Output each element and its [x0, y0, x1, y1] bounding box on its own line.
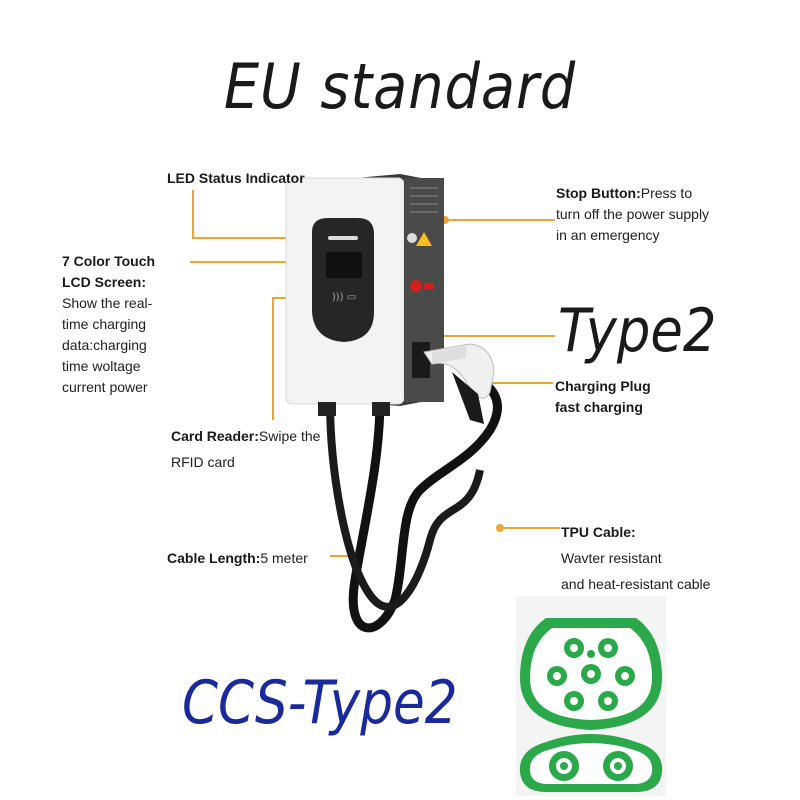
callout-heading: Charging Plug [555, 378, 651, 394]
stop-button [410, 280, 422, 292]
callout-lines [190, 190, 560, 557]
callout-heading: Cable Length: [167, 550, 261, 566]
callout-text: turn off the power supply [556, 206, 710, 222]
standard-label: CCS-Type2 [182, 668, 458, 738]
warning-icon [416, 232, 432, 246]
callout-text: Show the real- [62, 295, 153, 311]
callout-tpu-cable: TPU Cable: Wavter resistant and heat-res… [561, 519, 710, 597]
callout-stop-button: Stop Button:Press to turn off the power … [556, 183, 709, 246]
page-title: EU standard [223, 50, 577, 123]
callout-cable-length: Cable Length:5 meter [167, 548, 308, 569]
led-status-bar [328, 236, 358, 240]
callout-text: time woltage [62, 358, 141, 374]
charging-cable [348, 376, 502, 633]
callout-text: in an emergency [556, 227, 660, 243]
callout-text: data:charging [62, 337, 147, 353]
rfid-icon: ))) ▭ [332, 292, 356, 303]
callout-heading: 7 Color Touch [62, 253, 156, 269]
callout-heading: TPU Cable: [561, 524, 636, 540]
connector-type-label: Type2 [558, 296, 717, 366]
charger-body: ))) ▭ [285, 174, 444, 416]
ccs-type2-connector-icon [516, 596, 666, 796]
callout-text: fast charging [555, 399, 643, 415]
callout-heading: LCD Screen: [62, 274, 147, 290]
callout-text: 5 meter [260, 550, 308, 566]
callout-text: RFID card [171, 454, 235, 470]
callout-heading: Card Reader: [171, 428, 259, 444]
callout-charging-plug: Charging Plug fast charging [555, 376, 651, 418]
callout-text: Press to [640, 185, 693, 201]
callout-heading: LED Status Indicator [167, 170, 305, 186]
callout-text: and heat-resistant cable [561, 576, 711, 592]
callout-screen: 7 Color Touch LCD Screen: Show the real-… [62, 251, 192, 398]
callout-text: time charging [62, 316, 147, 332]
callout-text: Swipe the [258, 428, 321, 444]
callout-led-status: LED Status Indicator [167, 168, 305, 189]
callout-text: Wavter resistant [561, 550, 662, 566]
callout-card-reader: Card Reader:Swipe the RFID card [171, 423, 320, 475]
callout-heading: Stop Button: [556, 185, 641, 201]
callout-text: current power [62, 379, 148, 395]
charging-plug [423, 343, 495, 424]
